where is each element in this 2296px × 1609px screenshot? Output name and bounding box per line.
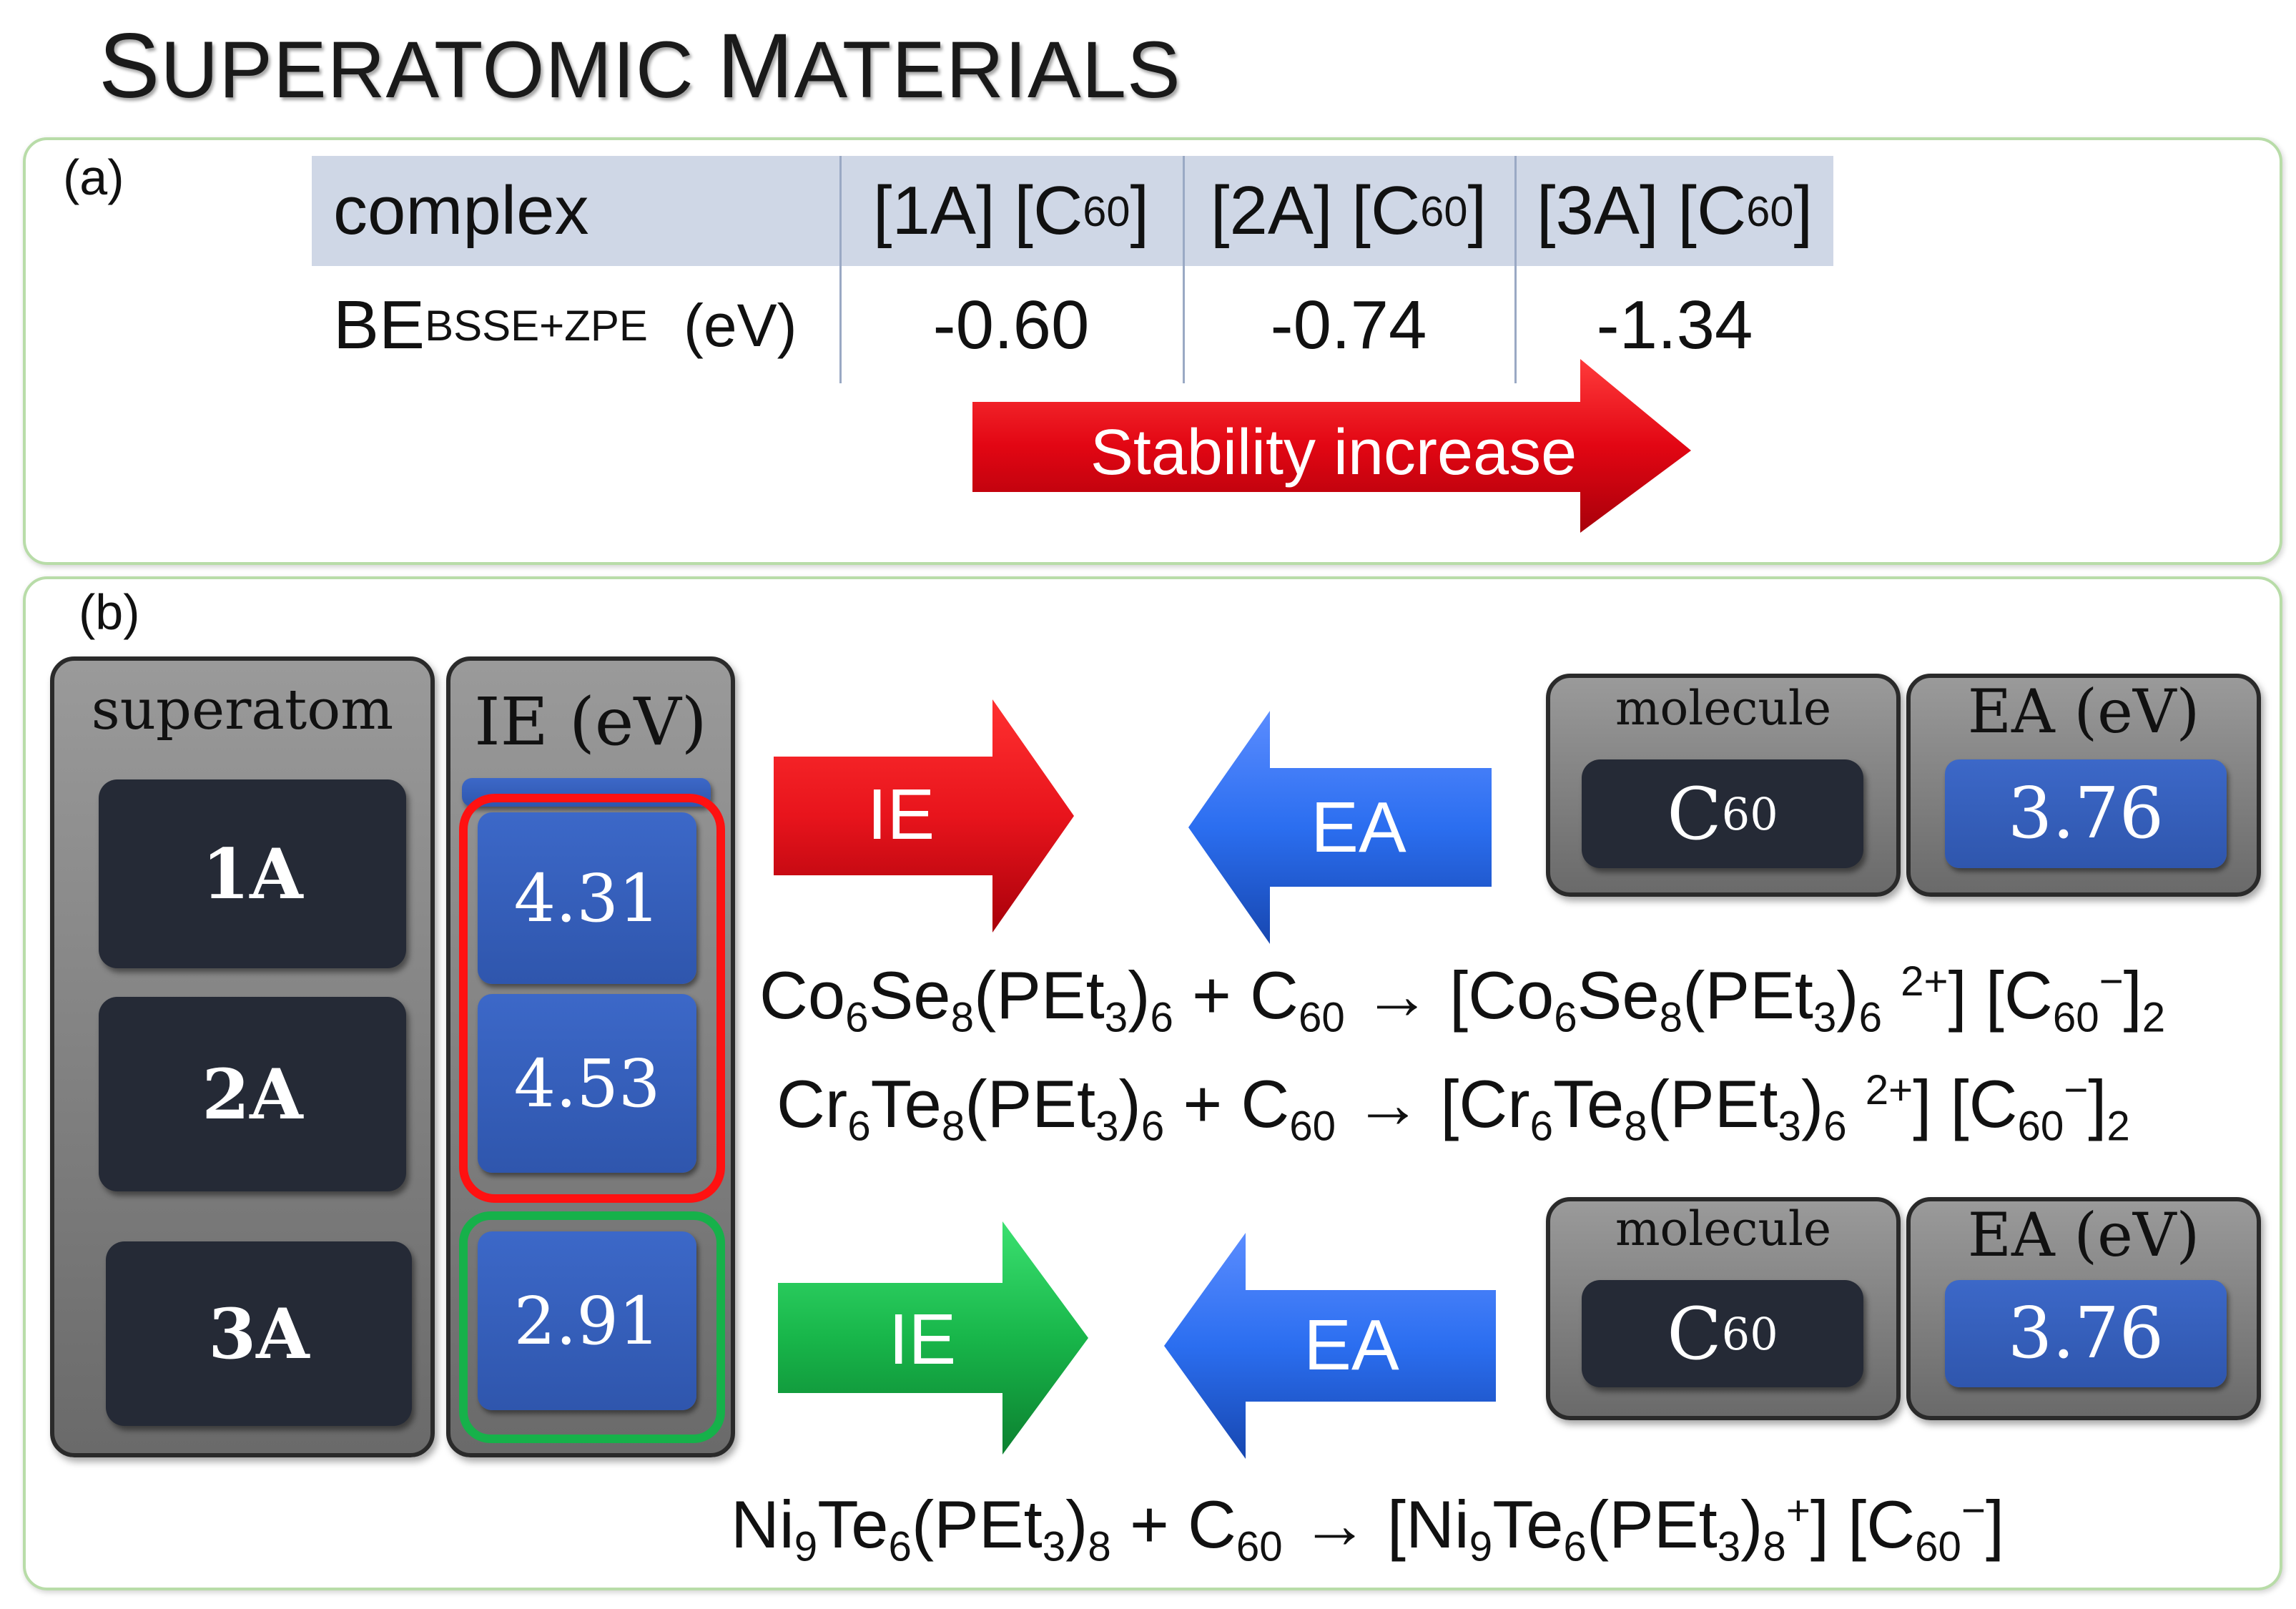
table-divider [839, 156, 842, 383]
superatom-2a: 2A [99, 997, 406, 1191]
ea-value-1: 3.76 [1945, 759, 2227, 868]
ie-highlight-red [459, 794, 725, 1203]
ea-header-2: EA (eV) [1967, 1200, 2200, 1270]
ie-arrow-red [774, 699, 1074, 933]
table-divider [1183, 156, 1185, 383]
ie-value-2a: 4.53 [478, 994, 696, 1173]
ie-arrow-red-label: IE [867, 774, 935, 855]
superatom-header: superatom [91, 678, 394, 742]
panel-b-label: (b) [79, 584, 140, 640]
ie-header: IE (eV) [474, 684, 707, 760]
molecule-header-2: molecule [1615, 1201, 1832, 1256]
ie-arrow-green-label: IE [888, 1299, 957, 1379]
superatom-3a: 3A [106, 1241, 412, 1426]
table-divider [1514, 156, 1517, 383]
ea-arrow-blue [1188, 711, 1492, 944]
ea-value-2: 3.76 [1945, 1280, 2227, 1387]
table-header-row [312, 156, 1833, 266]
stability-arrow [972, 359, 1691, 533]
equation-co6se8: Co6Se8(PEt3)6 + C60 → [Co6Se8(PEt3)6 2+]… [759, 958, 2166, 1041]
be-value-2a: -0.74 [1270, 287, 1427, 363]
ie-value-3a: 2.91 [478, 1231, 696, 1410]
stability-arrow-label: Stability increase [1090, 417, 1577, 488]
table-header-complex: complex [333, 172, 589, 249]
molecule-header-1: molecule [1615, 681, 1832, 736]
ie-arrow-green [778, 1221, 1088, 1455]
superatom-1a: 1A [99, 779, 406, 968]
ea-header-1: EA (eV) [1967, 676, 2200, 747]
panel-a-label: (a) [63, 149, 124, 205]
ea-arrow-blue-2-label: EA [1304, 1305, 1399, 1385]
ea-arrow-blue-label: EA [1311, 787, 1406, 867]
page-title: SUPERATOMIC MATERIALS [99, 15, 1181, 117]
ie-highlight-green [459, 1211, 725, 1443]
be-value-1a: -0.60 [932, 287, 1090, 363]
ea-arrow-blue-2 [1164, 1233, 1496, 1459]
be-value-3a: -1.34 [1596, 287, 1753, 363]
ie-value-1a: 4.31 [478, 812, 696, 984]
equation-ni9te6: Ni9Te6(PEt3)8 + C60 → [Ni9Te6(PEt3)8+] [… [731, 1487, 2005, 1570]
equation-cr6te8: Cr6Te8(PEt3)6 + C60 → [Cr6Te8(PEt3)6 2+]… [777, 1066, 2130, 1150]
